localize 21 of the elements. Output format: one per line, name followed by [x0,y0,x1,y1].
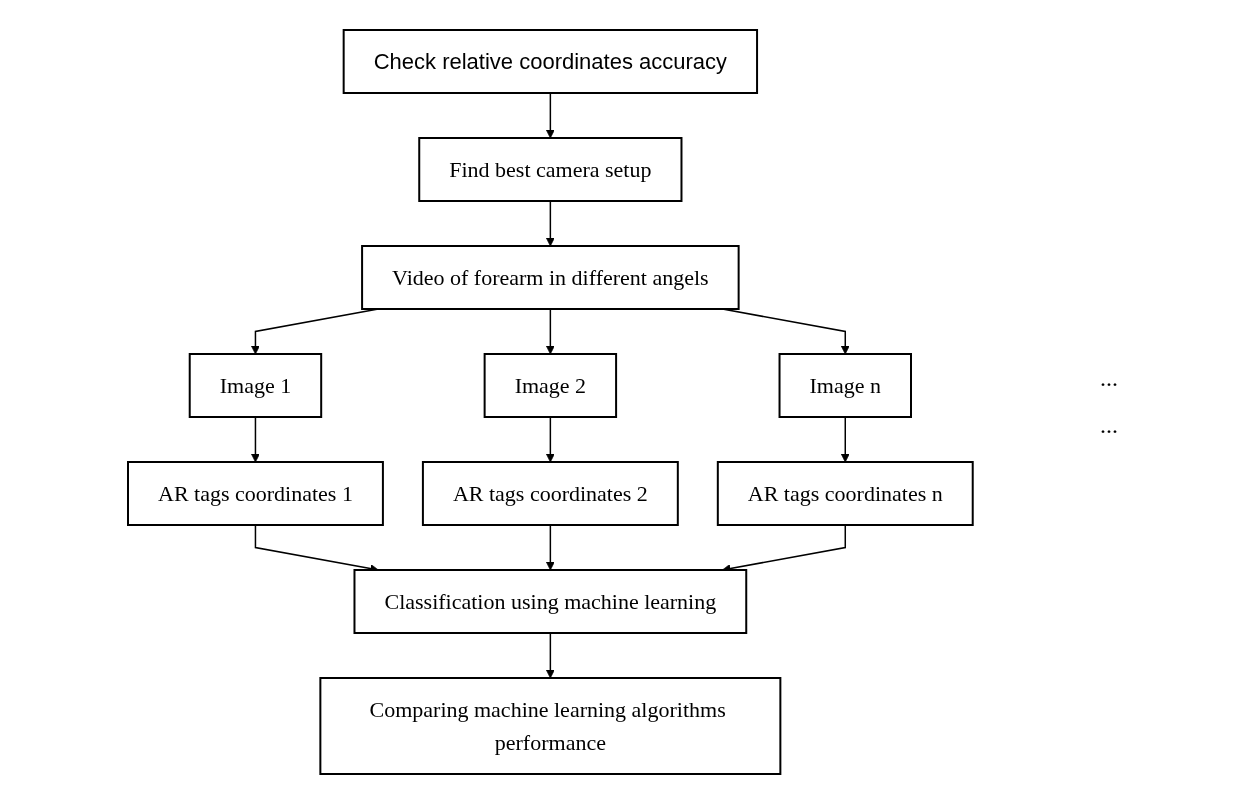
ellipsis-note: ... [1100,364,1119,392]
node-box: AR tags coordinates 2 [421,460,679,526]
node-box: Classification using machine learning [353,568,747,634]
node-box: AR tags coordinates 1 [126,460,384,526]
node-box: Comparing machine learning algorithms performance [319,676,781,775]
arrow [545,307,555,354]
arrow [545,523,555,570]
node-box: Image 1 [188,352,322,418]
arrow [545,631,555,678]
node-box: Check relative coordinates accuracy [342,28,758,94]
ellipsis-note: ... [1100,411,1119,439]
arrow [545,199,555,246]
arrow [545,415,555,462]
node-box: AR tags coordinates n [716,460,974,526]
arrow [250,415,260,462]
node-box: Image n [778,352,912,418]
node-box: Find best camera setup [417,136,683,202]
arrow [545,91,555,138]
node-box: Image 2 [483,352,617,418]
arrow [840,415,850,462]
node-box: Video of forearm in different angels [360,244,740,310]
